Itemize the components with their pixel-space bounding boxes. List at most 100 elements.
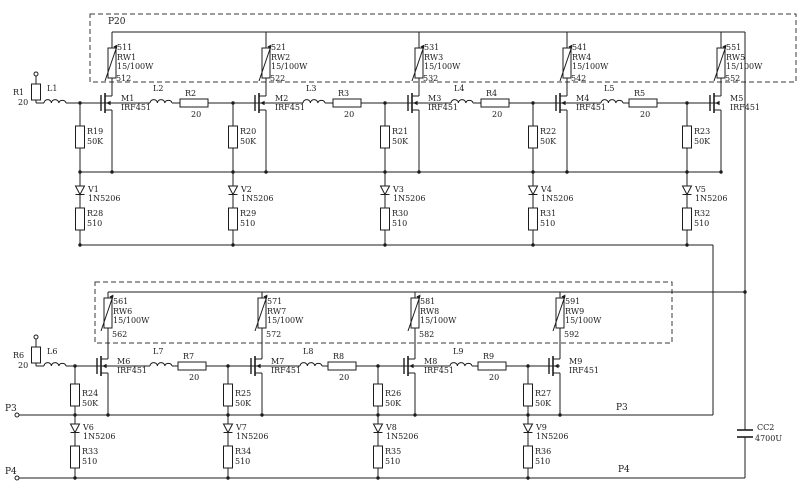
rheostat-RW1-wiper-arrow [104, 45, 118, 82]
junction-dot [226, 476, 230, 480]
label-gate-res-ref: R24 [82, 389, 98, 398]
label-gate-res-ref: R22 [540, 127, 556, 136]
resistor-r6-body [31, 346, 41, 364]
label-shunt-res-ref: R30 [392, 209, 408, 218]
rheostat-RW7-wiper-arrow [254, 295, 268, 332]
resistor-R20-body [228, 125, 238, 149]
resistor-R9-body [477, 361, 507, 371]
label-gate-res-value: 50K [385, 399, 402, 408]
junction-dot [413, 413, 417, 417]
rheostat-RW6-arrowhead [109, 294, 114, 300]
label-diode-part: 1N5206 [393, 194, 425, 203]
diode-V8 [372, 423, 384, 434]
resistor-R19-body [75, 125, 85, 149]
label-mosfet-part: IRF451 [117, 366, 147, 375]
label-inductor: L9 [453, 347, 463, 356]
label-terminal-top: 541 [572, 43, 587, 52]
junction-dot [531, 243, 535, 247]
label-diode-ref: V8 [385, 423, 397, 432]
label-terminal-top: 571 [267, 297, 282, 306]
label-diode-ref: V9 [535, 423, 547, 432]
inductor-L1 [43, 99, 67, 104]
label-rheostat-rating: 15/100W [271, 62, 308, 71]
label-rheostat-rating: 15/100W [420, 316, 457, 325]
label-rheostat-rating: 15/100W [572, 62, 609, 71]
label-series-res-value: 20 [489, 373, 499, 382]
label-port-p3-right: P3 [616, 403, 628, 413]
rheostat-RW8-arrowhead [416, 294, 421, 300]
diode-V2 [227, 185, 239, 196]
mosfet-M6-body-arrow [102, 363, 107, 369]
label-gate-res-ref: R25 [235, 389, 251, 398]
junction-dot [526, 476, 530, 480]
junction-dot [73, 413, 77, 417]
rheostat-RW1-arrowhead [113, 44, 118, 50]
label-gate-res-ref: R19 [87, 127, 103, 136]
label-rheostat-ref: RW8 [420, 307, 439, 316]
label-capacitor-ref: CC2 [757, 423, 774, 432]
label-gate-res-value: 50K [240, 137, 257, 146]
diode-V9 [522, 423, 534, 434]
label-shunt-res-value: 510 [694, 219, 709, 228]
label-terminal-bottom: 552 [725, 74, 740, 83]
junction-dot [110, 170, 114, 174]
label-gate-res-value: 50K [87, 137, 104, 146]
label-r6-ref: R6 [13, 351, 24, 360]
rheostat-RW4-arrowhead [568, 44, 573, 50]
diode-V5 [681, 185, 693, 196]
label-r6-value: 20 [18, 361, 28, 370]
resistor-R24-body [70, 383, 80, 407]
resistor-R7-body [177, 361, 207, 371]
label-r1-value: 20 [18, 98, 28, 107]
label-shunt-res-ref: R29 [240, 209, 256, 218]
resistor-R34-body [223, 445, 233, 469]
label-terminal-bottom: 512 [116, 74, 131, 83]
label-inductor: L8 [303, 347, 313, 356]
junction-dot [260, 413, 264, 417]
inductor-L5 [600, 99, 624, 104]
label-diode-part: 1N5206 [241, 194, 273, 203]
junction-dot [376, 413, 380, 417]
label-series-res-value: 20 [191, 110, 201, 119]
junction-dot [376, 364, 380, 368]
label-terminal-top: 531 [424, 43, 439, 52]
label-gate-res-ref: R20 [240, 127, 256, 136]
label-inductor: L1 [47, 84, 57, 93]
mosfet-M8-body-arrow [409, 363, 414, 369]
label-mosfet-ref: M2 [275, 94, 288, 103]
label-terminal-top: 581 [420, 297, 435, 306]
junction-dot [231, 101, 235, 105]
label-diode-ref: V7 [235, 423, 247, 432]
label-rheostat-rating: 15/100W [726, 62, 763, 71]
junction-dot [226, 364, 230, 368]
label-mosfet-part: IRF451 [730, 103, 760, 112]
rheostat-RW4-wiper-arrow [559, 45, 573, 82]
mosfet-M1-body-arrow [106, 100, 111, 106]
label-mosfet-part: IRF451 [121, 103, 151, 112]
label-shunt-res-value: 510 [82, 457, 97, 466]
resistor-R30-body [380, 207, 390, 231]
inductor-L4 [450, 99, 474, 104]
label-inductor: L6 [47, 347, 57, 356]
label-rheostat-ref: RW4 [572, 53, 591, 62]
resistor-R4-body [480, 98, 510, 108]
resistor-R23-body [682, 125, 692, 149]
resistor-R32-body [682, 207, 692, 231]
label-port-p4-left: P4 [5, 467, 17, 477]
junction-dot [78, 170, 82, 174]
label-series-res-ref: R5 [634, 89, 645, 98]
label-series-res-value: 20 [189, 373, 199, 382]
label-rheostat-rating: 15/100W [424, 62, 461, 71]
label-rheostat-rating: 15/100W [267, 316, 304, 325]
label-terminal-bottom: 572 [266, 330, 281, 339]
resistor-R35-body [373, 445, 383, 469]
label-diode-ref: V2 [240, 185, 252, 194]
junction-dot [685, 101, 689, 105]
label-diode-part: 1N5206 [536, 432, 568, 441]
generated-schematic: L1511RW115/100W512M1IRF451R1950KV11N5206… [14, 13, 797, 481]
junction-dot [264, 170, 268, 174]
junction-dot [226, 413, 230, 417]
resistor-R27-body [523, 383, 533, 407]
